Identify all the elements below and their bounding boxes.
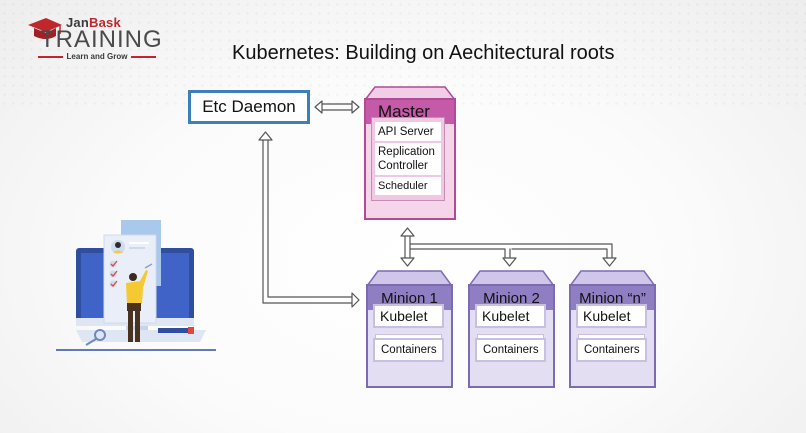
containers-box: Containers (576, 338, 647, 362)
person-shirt (126, 270, 148, 304)
minion-node-2: Minion 2 Kubelet Containers (468, 270, 555, 388)
monitor-stand (126, 326, 148, 340)
master-node: Master API Server Replication Controller… (364, 86, 456, 220)
tagline-divider-right (131, 55, 156, 58)
monitor-chin (76, 318, 194, 326)
kubelet-box: Kubelet (576, 304, 647, 328)
paper-front (103, 234, 157, 324)
master-component-api-server: API Server (375, 122, 441, 141)
person-leg-left (128, 310, 133, 342)
pen-icon (158, 328, 188, 333)
arrow-master-minions (400, 227, 617, 267)
containers-box: Containers (475, 338, 546, 362)
minion-roof (366, 270, 453, 286)
logo-brand-name: JanBask (66, 15, 121, 30)
etc-daemon-box: Etc Daemon (188, 90, 310, 124)
master-component-replication-controller: Replication Controller (375, 143, 441, 175)
kubelet-box: Kubelet (475, 304, 546, 328)
magnifier-icon (94, 329, 106, 341)
logo-tagline: Learn and Grow (38, 52, 156, 61)
containers-stack (578, 334, 645, 340)
containers-box: Containers (373, 338, 444, 362)
graduation-cap-icon (28, 18, 62, 39)
person-leg-right (135, 310, 140, 342)
monitor-frame (76, 248, 194, 324)
containers-stack (375, 334, 442, 340)
master-components: API Server Replication Controller Schedu… (371, 117, 445, 201)
kubelet-box: Kubelet (373, 304, 444, 328)
person-head (129, 273, 137, 281)
minion-node-1: Minion 1 Kubelet Containers (366, 270, 453, 388)
tagline-text: Learn and Grow (66, 52, 128, 61)
tagline-divider-left (38, 55, 63, 58)
arrow-etcd-minion1 (258, 131, 360, 308)
minion-node-n: Minion “n” Kubelet Containers (569, 270, 656, 388)
master-roof (364, 86, 456, 100)
avatar-circle (111, 240, 125, 254)
monitor-screen (81, 253, 189, 319)
logo-training: TRAINING (40, 26, 163, 53)
paper-back (121, 220, 161, 286)
diagram-title: Kubernetes: Building on Aechitectural ro… (232, 42, 615, 64)
janbask-logo: JanBask TRAINING Learn and Grow (14, 8, 162, 62)
logo-bask: Bask (89, 15, 121, 30)
keyboard (76, 330, 206, 342)
logo-jan: Jan (66, 15, 90, 30)
master-component-scheduler: Scheduler (375, 177, 441, 195)
minion-roof (468, 270, 555, 286)
minion-roof (569, 270, 656, 286)
computer-illustration (56, 220, 216, 351)
containers-stack (477, 334, 544, 340)
